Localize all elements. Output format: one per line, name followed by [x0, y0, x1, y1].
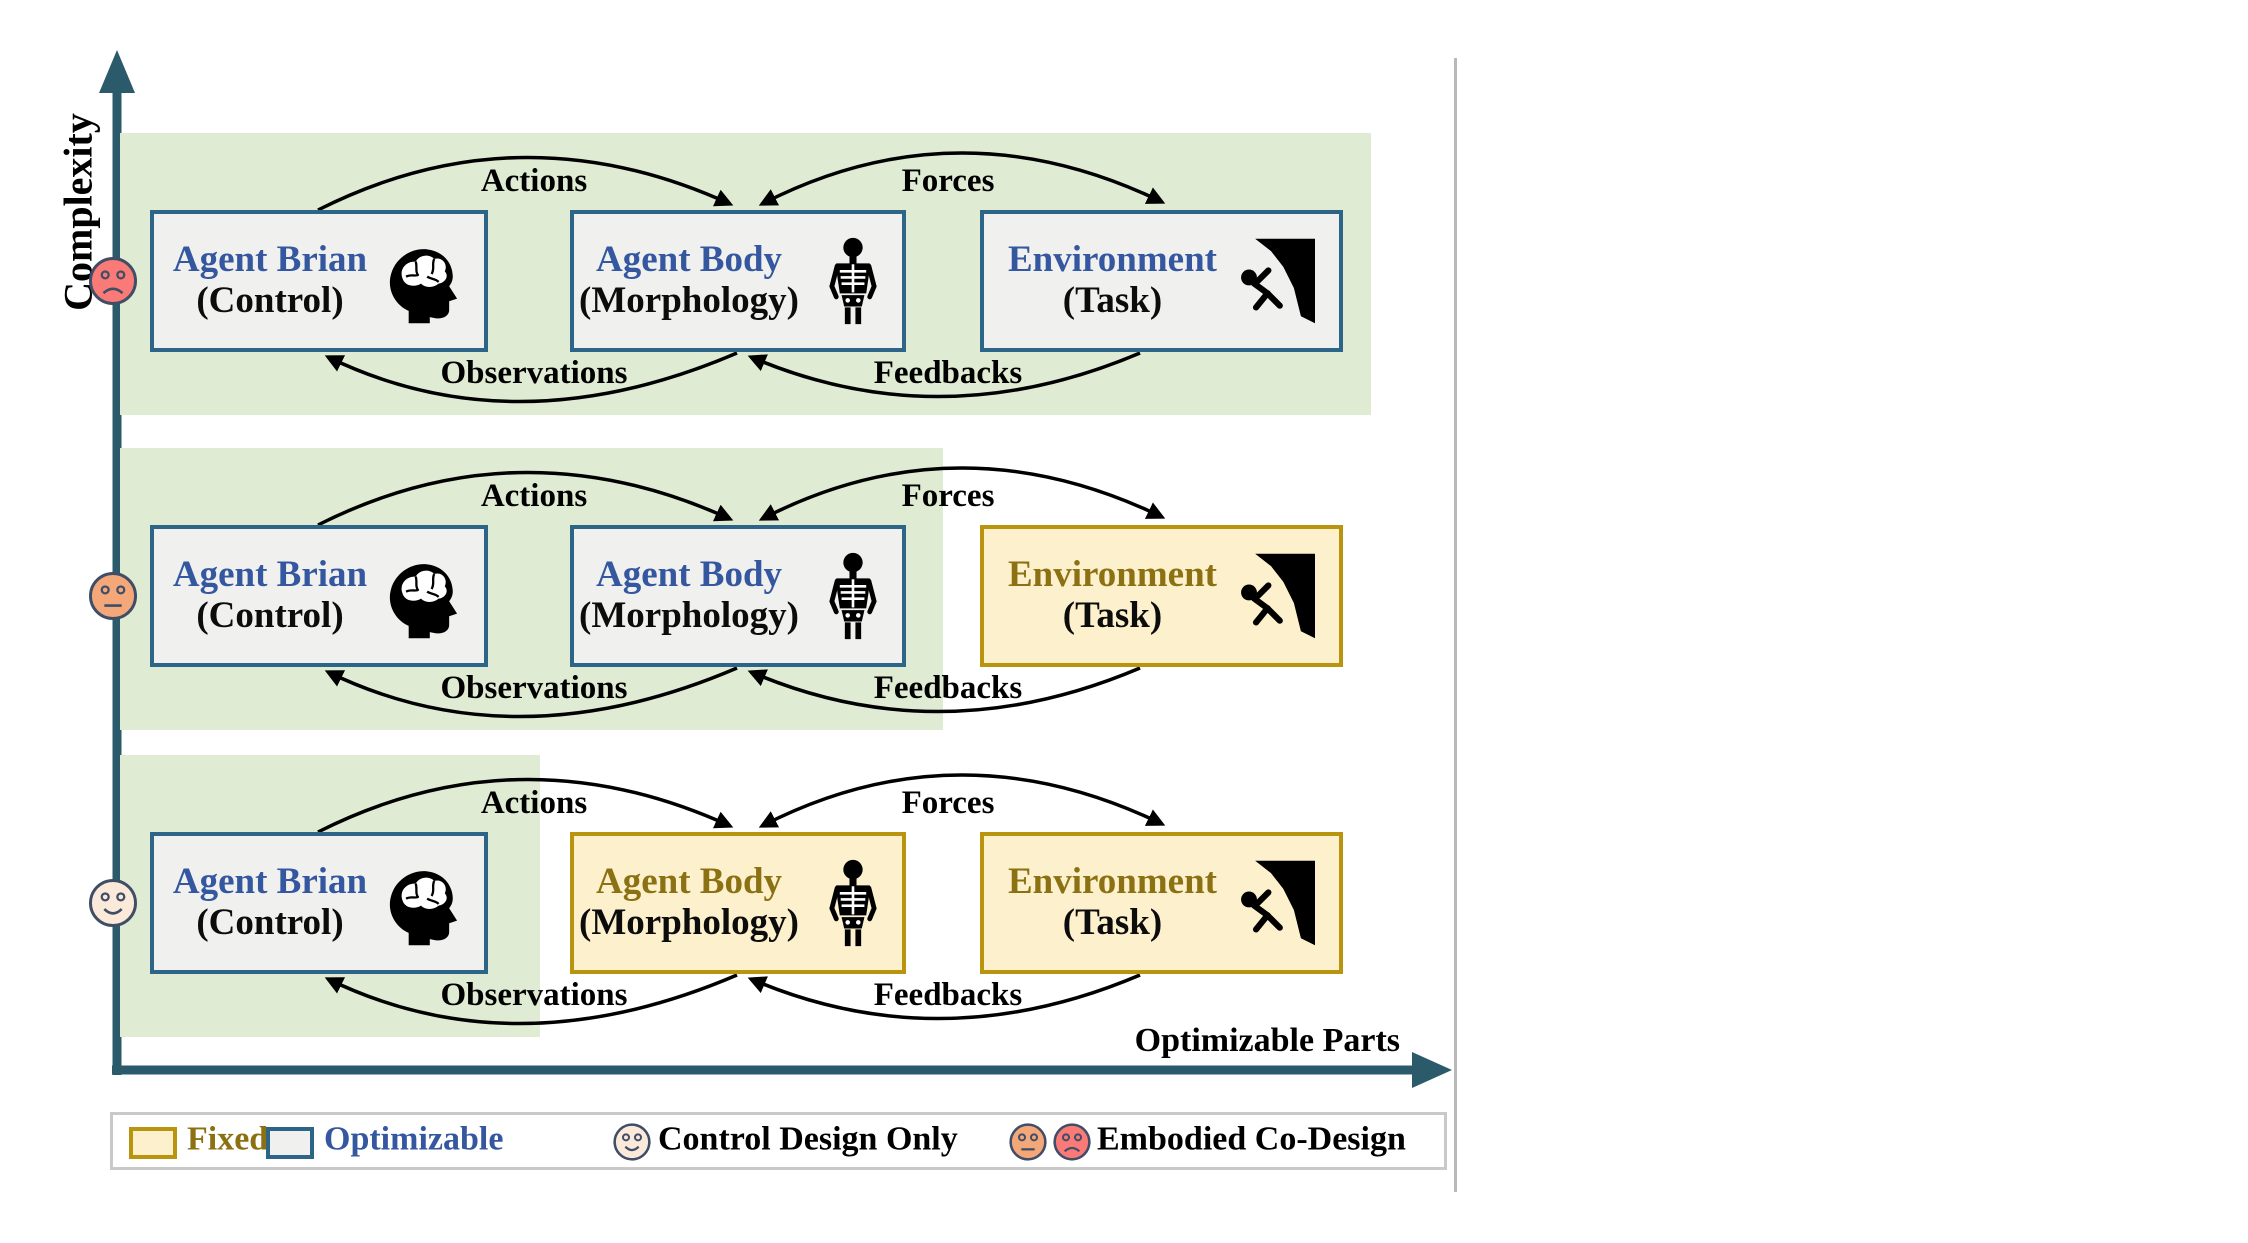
optimizable-swatch — [266, 1127, 314, 1159]
forces-label: Forces — [901, 785, 995, 821]
box-text: Environment (Task) — [1008, 240, 1217, 321]
environment-box: Environment (Task) — [980, 832, 1343, 974]
neutral-face-icon — [88, 571, 138, 621]
actions-label: Actions — [480, 163, 588, 199]
box-text: Agent Brian (Control) — [173, 862, 367, 943]
actions-arrow — [317, 470, 734, 527]
legend-optimizable-label: Optimizable — [324, 1120, 504, 1158]
box-subtitle: (Task) — [1062, 595, 1163, 636]
page-divider-line — [1454, 58, 1457, 1192]
brain-head-icon — [389, 249, 458, 324]
forces-label: Forces — [901, 163, 995, 199]
box-title: Agent Body — [595, 554, 783, 596]
box-title: Agent Body — [595, 861, 783, 903]
forces-arrow — [758, 466, 1166, 521]
loop-arrows — [317, 773, 1166, 1026]
box-subtitle: (Morphology) — [579, 595, 799, 636]
box-text: Agent Body (Morphology) — [579, 862, 799, 943]
legend: Fixed Optimizable Control Design Only Em… — [110, 1112, 1447, 1170]
box-title: Agent Brian — [172, 554, 368, 596]
feedbacks-label: Feedbacks — [873, 977, 1023, 1013]
box-title: Agent Brian — [172, 861, 368, 903]
x-axis-arrowhead — [1412, 1052, 1452, 1088]
agent-brain-box: Agent Brian (Control) — [150, 210, 488, 352]
loop-arrows — [317, 466, 1166, 719]
actions-label: Actions — [480, 478, 588, 514]
fixed-swatch — [129, 1127, 177, 1159]
box-subtitle: (Morphology) — [579, 280, 799, 321]
climbing-icon — [1241, 860, 1315, 946]
legend-codesign-label: Embodied Co-Design — [1097, 1120, 1406, 1158]
happy-face-icon — [613, 1123, 651, 1161]
box-title: Environment — [1007, 239, 1217, 281]
box-text: Agent Body (Morphology) — [579, 240, 799, 321]
actions-label: Actions — [480, 785, 588, 821]
observations-arrow — [324, 973, 738, 1026]
climbing-icon — [1241, 553, 1315, 639]
actions-arrow — [317, 777, 734, 834]
legend-fixed-label: Fixed — [187, 1120, 269, 1158]
box-subtitle: (Morphology) — [579, 902, 799, 943]
box-subtitle: (Control) — [196, 902, 344, 943]
forces-label: Forces — [901, 478, 995, 514]
environment-box: Environment (Task) — [980, 210, 1343, 352]
box-title: Environment — [1007, 554, 1217, 596]
forces-arrow — [758, 151, 1166, 206]
row-codesign-fixed-env: Actions Forces Observations Feedbacks Ag… — [0, 448, 1460, 730]
observations-label: Observations — [440, 670, 628, 706]
y-axis-arrowhead — [99, 50, 135, 93]
box-subtitle: (Task) — [1062, 902, 1163, 943]
feedbacks-arrow — [747, 351, 1141, 399]
neutral-face-icon — [1009, 1123, 1047, 1161]
box-title: Environment — [1007, 861, 1217, 903]
box-text: Environment (Task) — [1008, 862, 1217, 943]
observations-label: Observations — [440, 977, 628, 1013]
box-text: Agent Body (Morphology) — [579, 555, 799, 636]
box-text: Agent Brian (Control) — [173, 240, 367, 321]
agent-body-box: Agent Body (Morphology) — [570, 525, 906, 667]
forces-arrow — [758, 773, 1166, 828]
box-subtitle: (Control) — [196, 595, 344, 636]
skeleton-icon — [829, 859, 877, 947]
box-text: Environment (Task) — [1008, 555, 1217, 636]
climbing-icon — [1241, 238, 1315, 324]
sad-face-icon — [88, 256, 138, 306]
skeleton-icon — [829, 552, 877, 640]
box-title: Agent Body — [595, 239, 783, 281]
feedbacks-arrow — [747, 973, 1141, 1021]
brain-head-icon — [389, 564, 458, 639]
feedbacks-label: Feedbacks — [873, 355, 1023, 391]
x-axis-label: Optimizable Parts — [1134, 1022, 1400, 1059]
feedbacks-arrow — [747, 666, 1141, 714]
box-subtitle: (Task) — [1062, 280, 1163, 321]
happy-face-icon — [88, 878, 138, 928]
box-subtitle: (Control) — [196, 280, 344, 321]
loop-arrows — [317, 151, 1166, 404]
feedbacks-label: Feedbacks — [873, 670, 1023, 706]
sad-face-icon — [1053, 1123, 1091, 1161]
box-text: Agent Brian (Control) — [173, 555, 367, 636]
agent-body-box: Agent Body (Morphology) — [570, 210, 906, 352]
row-control-design-only: Actions Forces Observations Feedbacks Ag… — [0, 755, 1460, 1037]
actions-arrow — [317, 155, 734, 212]
box-title: Agent Brian — [172, 239, 368, 281]
brain-head-icon — [389, 871, 458, 946]
legend-control-only-label: Control Design Only — [658, 1120, 958, 1158]
agent-brain-box: Agent Brian (Control) — [150, 525, 488, 667]
observations-label: Observations — [440, 355, 628, 391]
agent-brain-box: Agent Brian (Control) — [150, 832, 488, 974]
row-embodied-codesign-full: Actions Forces Observations Feedbacks Ag… — [0, 133, 1460, 415]
environment-box: Environment (Task) — [980, 525, 1343, 667]
agent-body-box: Agent Body (Morphology) — [570, 832, 906, 974]
observations-arrow — [324, 351, 738, 404]
skeleton-icon — [829, 237, 877, 325]
observations-arrow — [324, 666, 738, 719]
